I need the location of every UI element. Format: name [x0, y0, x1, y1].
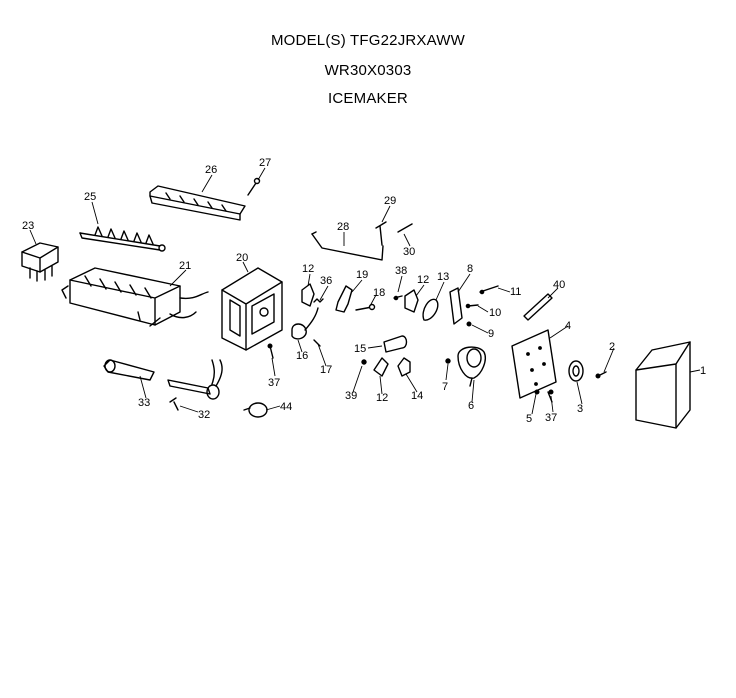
- callout-12-mid: 12: [417, 274, 429, 286]
- callout-30: 30: [403, 246, 415, 258]
- callout-39: 39: [345, 390, 357, 402]
- part-14-gear: [397, 357, 411, 377]
- part-12-cam-upper: [301, 283, 315, 307]
- callout-12-upper: 12: [302, 263, 314, 275]
- model-heading: MODEL(S) TFG22JRXAWW: [270, 32, 465, 49]
- part-7-screw: [445, 358, 451, 364]
- part-15-thermostat: [383, 335, 408, 353]
- callout-3: 3: [577, 403, 583, 415]
- callout-21: 21: [179, 260, 191, 272]
- part-39-screw: [361, 359, 367, 365]
- part-28-shutoff-arm: [311, 221, 387, 261]
- part-12-cam-mid: [404, 289, 419, 313]
- part-33-fill-cup: [103, 359, 155, 381]
- part-4-mounting-plate: [511, 329, 557, 399]
- part-2-screw: [595, 371, 607, 379]
- callout-labels: 23 25 26 27 21 20 28 29 30 12 36 19 18 3…: [22, 157, 706, 425]
- assembly-title: ICEMAKER: [328, 90, 408, 107]
- callout-33: 33: [138, 397, 150, 409]
- part-30-pin: [397, 223, 413, 233]
- callout-2: 2: [609, 341, 615, 353]
- part-17-pin: [313, 339, 321, 347]
- part-19-screw: [355, 303, 376, 311]
- part-37-screw-center: [267, 343, 274, 359]
- callout-37-right: 37: [545, 412, 557, 424]
- callout-6: 6: [468, 400, 474, 412]
- part-16-switch: [291, 307, 319, 340]
- part-36-spring: [313, 298, 324, 303]
- callout-1: 1: [700, 365, 706, 377]
- part-23-connector: [21, 242, 59, 282]
- callout-36: 36: [320, 275, 332, 287]
- callout-7: 7: [442, 381, 448, 393]
- callout-15: 15: [354, 343, 366, 355]
- callout-38: 38: [395, 265, 407, 277]
- callout-16: 16: [296, 350, 308, 362]
- part-number-heading: WR30X0303: [324, 62, 412, 79]
- callout-8: 8: [467, 263, 473, 275]
- part-8-bracket: [449, 287, 463, 325]
- part-25-ejector: [79, 226, 166, 252]
- part-6-motor: [457, 346, 486, 387]
- part-32-clip: [169, 397, 179, 411]
- callout-32: 32: [198, 409, 210, 421]
- callout-25: 25: [84, 191, 96, 203]
- part-3-gear: [568, 360, 584, 382]
- callout-28: 28: [337, 221, 349, 233]
- callout-19: 18: [373, 287, 385, 299]
- leader-lines: [29, 167, 701, 415]
- part-21-ice-mold: [61, 267, 209, 327]
- callout-4: 4: [565, 320, 571, 332]
- callout-12-lower: 12: [376, 392, 388, 404]
- part-20-housing: [221, 267, 283, 351]
- part-11-screw: [479, 285, 499, 295]
- callout-29: 29: [384, 195, 396, 207]
- callout-18: 19: [356, 269, 368, 281]
- part-38-screw: [393, 295, 403, 301]
- part-26-stripper: [149, 185, 246, 221]
- callout-44: 44: [280, 401, 292, 413]
- callout-13: 13: [437, 271, 449, 283]
- callout-17: 17: [320, 364, 332, 376]
- callout-9: 9: [488, 328, 494, 340]
- callout-26: 26: [205, 164, 217, 176]
- part-40-bracket: [523, 293, 553, 321]
- part-9-screw: [466, 321, 472, 327]
- part-fill-tube: [167, 359, 223, 400]
- part-27-screw: [247, 177, 261, 196]
- callout-14: 14: [411, 390, 423, 402]
- part-13-spring: [422, 298, 439, 321]
- part-12-cam-lower: [373, 357, 389, 377]
- callout-20: 20: [236, 252, 248, 264]
- part-10-screw: [465, 303, 479, 309]
- callout-23: 23: [22, 220, 34, 232]
- callout-37-center: 37: [268, 377, 280, 389]
- corner-text-fragment: ~: [600, 0, 605, 4]
- part-5-screw: [534, 389, 540, 395]
- part-37-screw-right: [547, 389, 554, 403]
- callout-27: 27: [259, 157, 271, 169]
- part-44-ring: [243, 402, 268, 418]
- callout-10: 10: [489, 307, 501, 319]
- callout-40: 40: [553, 279, 565, 291]
- callout-11: 11: [510, 286, 521, 298]
- callout-5: 5: [526, 413, 532, 425]
- part-1-cover: [635, 341, 691, 429]
- part-18-lever: [335, 285, 353, 313]
